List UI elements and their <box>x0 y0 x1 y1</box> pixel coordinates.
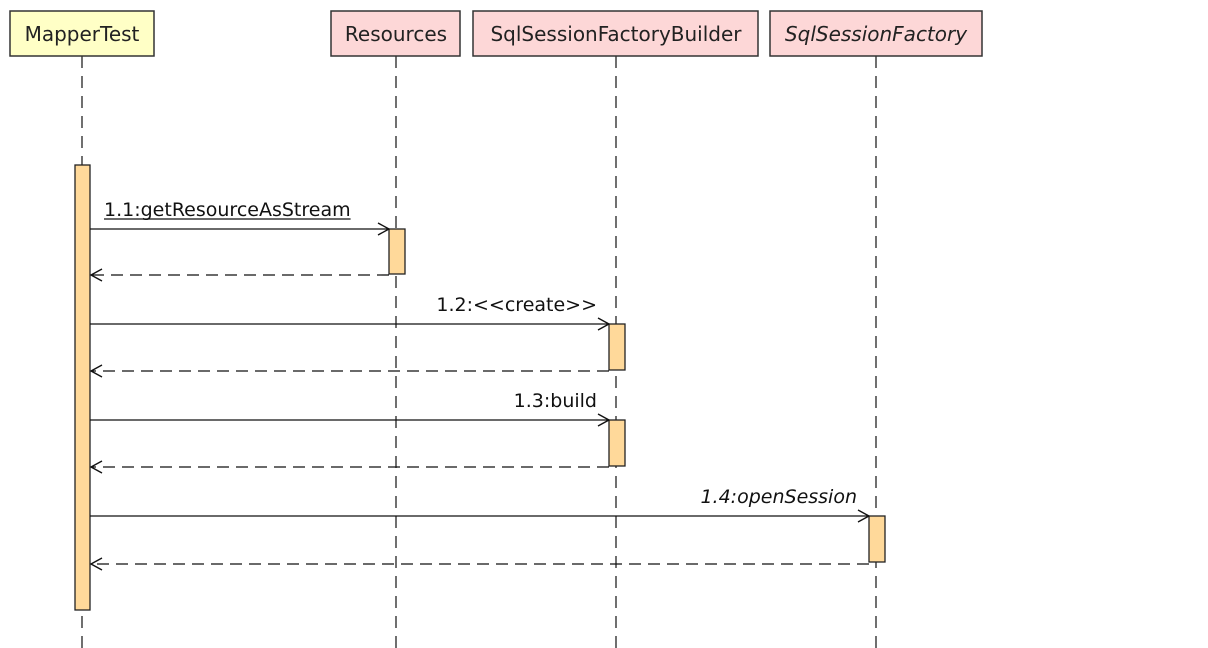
participant-label-factory: SqlSessionFactory <box>785 22 968 46</box>
participant-label-mappertest: MapperTest <box>25 22 140 46</box>
message-label-4: 1.4:openSession <box>700 486 857 508</box>
participant-box-builder <box>472 10 759 57</box>
message-arrowhead-1 <box>377 222 391 236</box>
activation-builder-3 <box>608 419 626 467</box>
activation-mappertest <box>74 164 91 611</box>
return-arrowhead-3 <box>89 460 103 474</box>
message-label-3: 1.3:build <box>514 390 597 412</box>
message-label-2: 1.2:<<create>> <box>436 294 597 316</box>
message-arrowhead-4 <box>857 509 871 523</box>
participant-label-resources: Resources <box>345 22 447 46</box>
message-label-1: 1.1:getResourceAsStream <box>104 199 351 221</box>
activation-resources-1 <box>388 228 406 275</box>
participant-box-resources <box>330 10 461 57</box>
participant-box-mappertest <box>9 10 155 57</box>
participant-box-factory <box>769 10 983 57</box>
return-arrowhead-4 <box>89 557 103 571</box>
participant-label-builder: SqlSessionFactoryBuilder <box>490 22 742 46</box>
message-arrowhead-3 <box>597 413 611 427</box>
activation-builder-2 <box>608 323 626 371</box>
return-arrowhead-2 <box>89 364 103 378</box>
message-arrowhead-2 <box>597 317 611 331</box>
return-arrowhead-1 <box>89 268 103 282</box>
activation-factory-4 <box>868 515 886 563</box>
